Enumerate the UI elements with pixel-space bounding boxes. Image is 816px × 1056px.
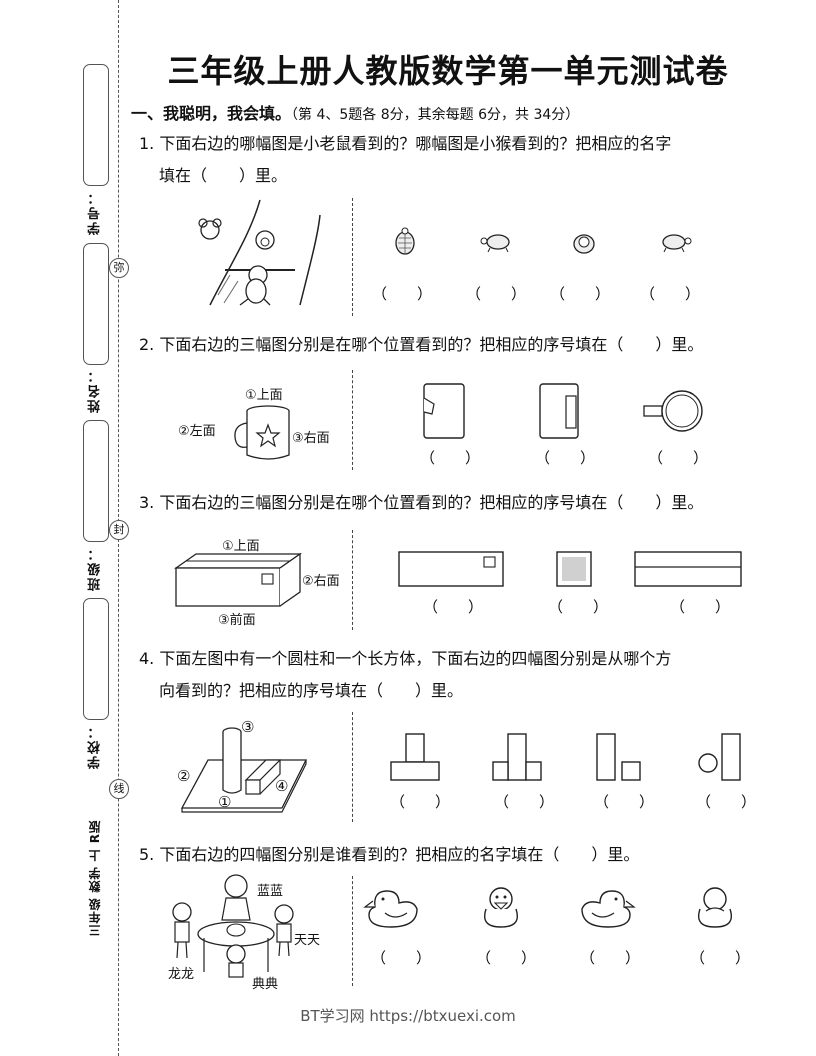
question-2-number: 2. [139, 335, 155, 354]
question-5-text: 5. 下面右边的四幅图分别是谁看到的？把相应的名字填在（ ）里。 [139, 839, 759, 871]
view-d-icon [698, 733, 741, 781]
student-number-box[interactable] [83, 64, 109, 186]
section-note: （第 4、5题各 8分，其余每题 6分，共 34分） [291, 107, 580, 123]
class-label: 班级： [88, 546, 103, 591]
question-1-line1: 下面右边的哪幅图是小老鼠看到的？哪幅图是小猴看到的？把相应的名字 [159, 134, 672, 153]
q4-blank-2[interactable]: （ ） [494, 793, 555, 811]
q3-label-front: ③前面 [218, 613, 256, 628]
school-box[interactable] [83, 598, 109, 720]
q5-name-top: 蓝蓝 [257, 884, 284, 899]
q5-name-right: 天天 [294, 933, 321, 948]
mug-view-b-icon [539, 383, 579, 439]
cylinder-cuboid-picture [180, 727, 308, 813]
q5-name-left: 龙龙 [168, 967, 195, 982]
student-number-label: 学号： [88, 190, 103, 235]
question-4-number: 4. [139, 649, 155, 668]
q5-blank-3[interactable]: （ ） [580, 949, 641, 967]
name-box[interactable] [83, 243, 109, 365]
q2-label-left: ②左面 [178, 424, 216, 439]
view-c-icon [596, 733, 641, 781]
q4-label-4: ④ [275, 777, 289, 795]
q5-blank-4[interactable]: （ ） [690, 949, 751, 967]
q2-blank-1[interactable]: （ ） [420, 449, 481, 467]
q2-divider [352, 370, 353, 470]
q1-blank-4[interactable]: （ ） [640, 285, 701, 303]
duck-side-right-icon [581, 890, 636, 928]
section-heading: 一、我聪明，我会填。（第 4、5题各 8分，其余每题 6分，共 34分） [131, 100, 579, 124]
turtle-top-view-icon [395, 227, 415, 255]
q5-name-bottom: 典典 [252, 977, 279, 992]
box-right-view-icon [556, 551, 592, 587]
question-1-text: 1. 下面右边的哪幅图是小老鼠看到的？哪幅图是小猴看到的？把相应的名字 填在（ … [139, 128, 759, 192]
q4-divider [352, 712, 353, 822]
box-top-view-icon [634, 551, 742, 587]
q5-blank-1[interactable]: （ ） [371, 949, 432, 967]
q3-divider [352, 530, 353, 630]
q2-label-right: ③右面 [292, 431, 330, 446]
q3-label-right: ②右面 [302, 574, 340, 589]
q2-blank-2[interactable]: （ ） [535, 449, 596, 467]
school-label: 学校： [88, 724, 103, 769]
q2-blank-3[interactable]: （ ） [648, 449, 709, 467]
q3-blank-2[interactable]: （ ） [548, 598, 609, 616]
section-title: 一、我聪明，我会填。 [131, 104, 292, 123]
children-around-table-picture [172, 874, 294, 978]
question-1-line2: 填在（ ）里。 [159, 166, 288, 185]
q4-label-2: ② [177, 767, 191, 785]
turtle-side-view-2-icon [662, 234, 692, 253]
q4-blank-4[interactable]: （ ） [696, 793, 757, 811]
question-1-number: 1. [139, 134, 155, 153]
mug-view-a-icon [423, 383, 465, 439]
question-3-number: 3. [139, 493, 155, 512]
q5-blank-2[interactable]: （ ） [476, 949, 537, 967]
class-box[interactable] [83, 420, 109, 542]
duck-side-left-icon [363, 890, 418, 928]
view-a-icon [390, 733, 440, 781]
turtle-front-view-icon [573, 234, 595, 254]
box-front-view-icon [398, 551, 504, 587]
q5-divider [352, 876, 353, 986]
q2-label-top: ①上面 [245, 388, 283, 403]
question-3-text: 3. 下面右边的三幅图分别是在哪个位置看到的？把相应的序号填在（ ）里。 [139, 487, 759, 519]
footer-watermark: BT学习网 https://btxuexi.com [300, 1007, 516, 1025]
question-4-line1: 下面左图中有一个圆柱和一个长方体，下面右边的四幅图分别是从哪个方 [159, 649, 672, 668]
turtle-side-view-icon [480, 234, 510, 253]
q1-blank-1[interactable]: （ ） [372, 285, 433, 303]
q3-blank-3[interactable]: （ ） [670, 598, 731, 616]
page-title: 三年级上册人教版数学第一单元测试卷 [167, 52, 729, 90]
mug-top-view-icon [643, 390, 703, 432]
duck-front-icon [483, 887, 519, 928]
q3-label-top: ①上面 [222, 539, 260, 554]
cut-mark-xian: 线 [109, 779, 129, 799]
cut-mark-feng: 封 [109, 520, 129, 540]
box-picture [173, 552, 303, 607]
q4-label-1: ① [218, 793, 232, 811]
q4-blank-3[interactable]: （ ） [594, 793, 655, 811]
view-b-icon [492, 733, 542, 781]
duck-back-icon [697, 887, 733, 928]
q4-blank-1[interactable]: （ ） [390, 793, 451, 811]
q1-blank-2[interactable]: （ ） [466, 285, 527, 303]
question-5-line: 下面右边的四幅图分别是谁看到的？把相应的名字填在（ ）里。 [159, 845, 640, 864]
star-mug-picture [234, 405, 290, 460]
question-3-line: 下面右边的三幅图分别是在哪个位置看到的？把相应的序号填在（ ）里。 [159, 493, 704, 512]
q4-label-3: ③ [241, 718, 255, 736]
name-label: 姓名： [88, 368, 103, 413]
question-2-line: 下面右边的三幅图分别是在哪个位置看到的？把相应的序号填在（ ）里。 [159, 335, 704, 354]
question-4-text: 4. 下面左图中有一个圆柱和一个长方体，下面右边的四幅图分别是从哪个方 向看到的… [139, 643, 759, 707]
question-2-text: 2. 下面右边的三幅图分别是在哪个位置看到的？把相应的序号填在（ ）里。 [139, 329, 759, 361]
cut-mark-mi: 弥 [109, 258, 129, 278]
edition-label: 三年级 数学 上 R版 [88, 820, 102, 937]
question-4-line2: 向看到的？把相应的序号填在（ ）里。 [159, 681, 464, 700]
mouse-monkey-climbing-picture [198, 199, 321, 306]
q1-blank-3[interactable]: （ ） [550, 285, 611, 303]
q3-blank-1[interactable]: （ ） [423, 598, 484, 616]
q1-divider [352, 198, 353, 316]
question-5-number: 5. [139, 845, 155, 864]
